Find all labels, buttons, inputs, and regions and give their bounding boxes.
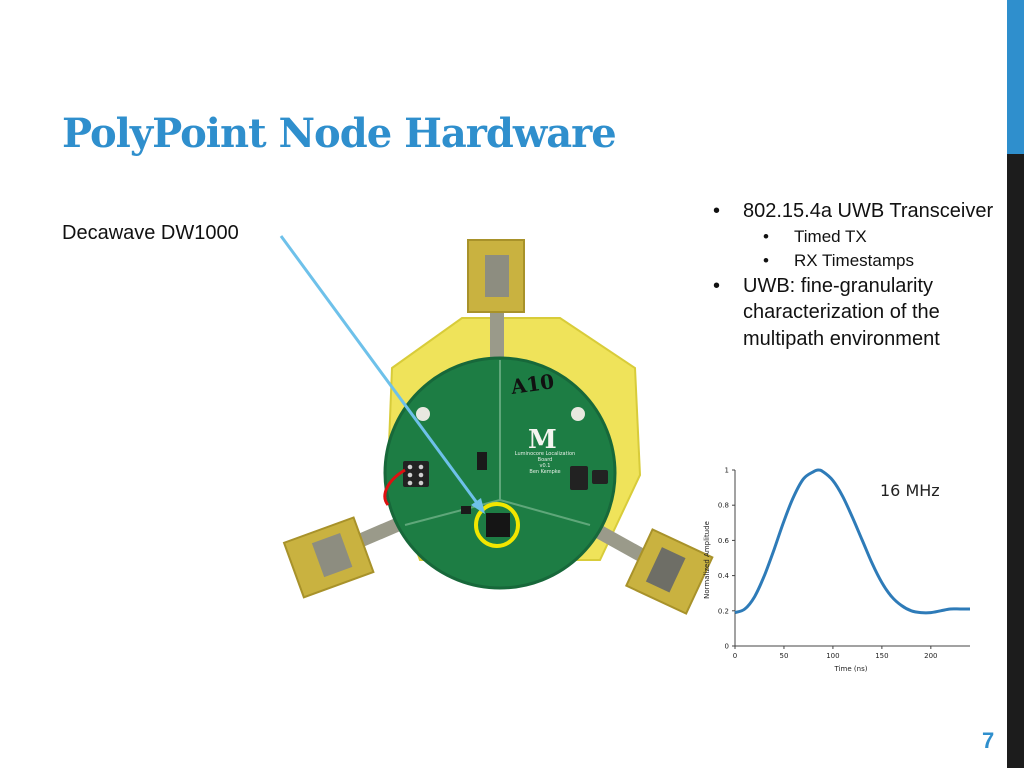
- antenna-left: [282, 516, 375, 599]
- accent-bar-bottom: [1007, 154, 1024, 768]
- y-tick-label: 0.2: [718, 607, 729, 615]
- page-number: 7: [982, 728, 995, 753]
- board-text-line-1: Luminocore Localization: [515, 451, 575, 457]
- bullet-item: 802.15.4a UWB Transceiver: [708, 198, 998, 225]
- x-axis-label: Time (ns): [834, 665, 868, 673]
- y-tick-label: 1: [725, 467, 729, 475]
- x-tick-label: 100: [826, 652, 839, 660]
- chip-highlight-circle: [474, 502, 520, 548]
- y-tick-label: 0.4: [718, 572, 730, 580]
- y-tick-label: 0.6: [718, 537, 730, 545]
- header-right: [570, 466, 588, 490]
- accent-bar-top: [1007, 0, 1024, 154]
- pulse-series-line: [734, 468, 970, 615]
- pulse-chart: 0 50 100 150 200 0 0.2 0.4 0.6 0.8 1 16 MHz Time (…: [703, 467, 970, 673]
- dw1000-chip: [486, 513, 510, 537]
- pcb-board: [383, 356, 617, 590]
- red-wire: [383, 468, 406, 506]
- sub-bullet-item: RX Timestamps: [708, 249, 998, 273]
- antenna-arm-right: [574, 513, 654, 567]
- x-tick-label: 150: [875, 652, 888, 660]
- bullet-list: 802.15.4a UWB Transceiver Timed TX RX Ti…: [708, 198, 998, 352]
- header-left: [403, 461, 429, 487]
- y-axis-label: Normalized Amplitude: [703, 521, 711, 599]
- antenna-arm-left: [347, 508, 423, 552]
- x-tick-label: 50: [779, 652, 788, 660]
- x-tick-label: 200: [924, 652, 937, 660]
- yellow-backing: [386, 317, 642, 561]
- y-tick-label: 0.8: [718, 502, 729, 510]
- chart-annotation: 16 MHz: [880, 481, 940, 500]
- y-tick-label: 0: [725, 643, 729, 651]
- board-text-line-4: Ben Kempke: [529, 469, 560, 475]
- board-text-line-2: Board: [538, 457, 553, 463]
- x-tick-label: 0: [733, 652, 737, 660]
- m-logo: M: [528, 425, 557, 455]
- sub-bullet-item: Timed TX: [708, 225, 998, 249]
- chip-caption: Decawave DW1000: [62, 222, 239, 244]
- pointer-arrow: [279, 235, 482, 508]
- board-label: A10: [508, 369, 555, 399]
- slide-title: PolyPoint Node Hardware: [62, 110, 617, 157]
- board-text-line-3: v0.1: [540, 463, 551, 469]
- bullet-item: UWB: fine-granularity characterization o…: [708, 273, 998, 353]
- antenna-top: [467, 239, 525, 313]
